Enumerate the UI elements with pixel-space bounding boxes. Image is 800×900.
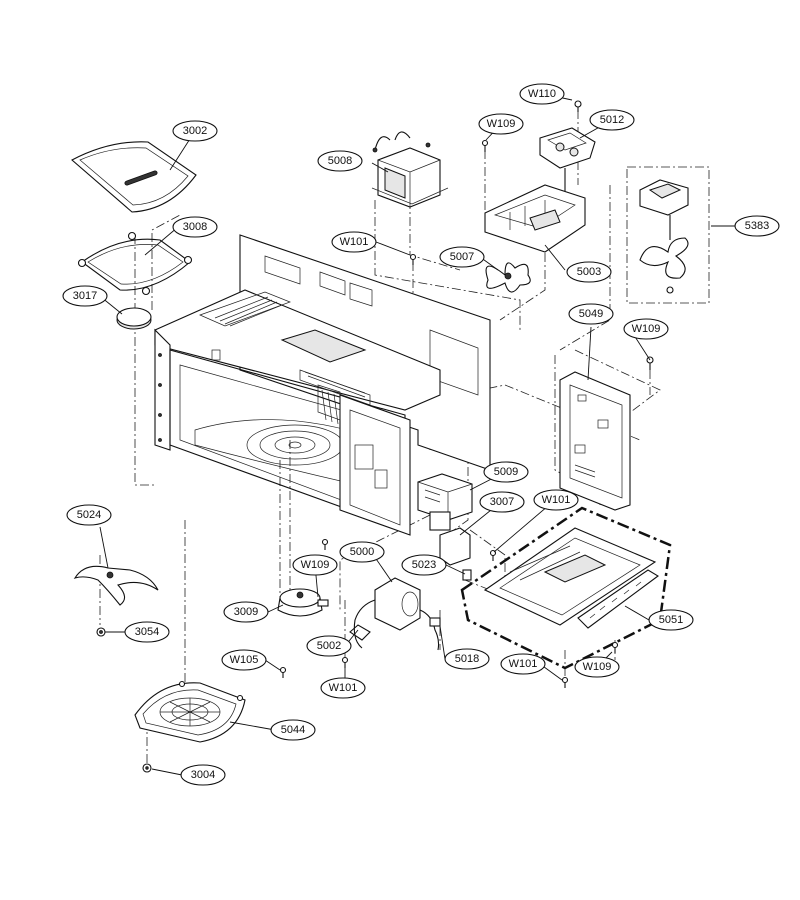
callout-5012: 5012 [589, 109, 635, 131]
callout-5383: 5383 [734, 215, 780, 237]
fan-blade-5007 [485, 262, 531, 293]
bushing-3054 [96, 627, 106, 637]
callout-label: 3017 [73, 290, 97, 302]
callout-5024: 5024 [66, 504, 112, 526]
callout-3008: 3008 [172, 216, 218, 238]
callout-label: 5012 [600, 114, 624, 126]
screw-w101-bottom [561, 676, 569, 688]
screw-w101-lower [341, 656, 349, 668]
callout-w101-lower: W101 [320, 677, 366, 699]
callout-5044: 5044 [270, 719, 316, 741]
grease-filter-5051 [460, 506, 672, 670]
screw-3004 [142, 763, 152, 773]
callout-label: W109 [301, 559, 330, 571]
screw-w109-right [646, 356, 654, 370]
stirrer-cover-5044 [134, 680, 246, 743]
callout-5003: 5003 [566, 261, 612, 283]
callout-label: 5024 [77, 509, 101, 521]
vent-grille-top [214, 296, 283, 327]
screw-w109-top [481, 139, 489, 152]
callout-5023: 5023 [401, 554, 447, 576]
diode-5002 [349, 624, 371, 641]
callout-label: 5000 [350, 546, 374, 558]
callout-label: W105 [230, 654, 259, 666]
callout-label: 5008 [328, 155, 352, 167]
callout-label: 5003 [577, 266, 601, 278]
callout-label: 5049 [579, 308, 603, 320]
callout-3017: 3017 [62, 285, 108, 307]
callout-label: 5009 [494, 466, 518, 478]
callout-3054: 3054 [124, 621, 170, 643]
callout-w101-bottom: W101 [500, 653, 546, 675]
callout-3002: 3002 [172, 120, 218, 142]
switch-5023 [462, 569, 472, 581]
callout-label: W101 [329, 682, 358, 694]
turntable-motor-3009 [277, 588, 329, 617]
callout-label: 3002 [183, 125, 207, 137]
transformer-5008 [371, 131, 449, 208]
screw-w110 [574, 100, 582, 112]
callout-w109-bottom: W109 [574, 656, 620, 678]
callout-label: 5044 [281, 724, 305, 736]
callout-label: W110 [528, 88, 556, 100]
callout-label: W109 [632, 323, 661, 335]
callout-5018: 5018 [444, 648, 490, 670]
capacitor-5000 [353, 577, 441, 651]
callout-w109-top: W109 [478, 113, 524, 135]
screw-w105 [279, 666, 287, 678]
callout-label: 5383 [745, 220, 769, 232]
callout-label: 5018 [455, 653, 479, 665]
callout-label: W101 [542, 494, 571, 506]
callout-label: W101 [340, 236, 369, 248]
fan-motor-5012 [539, 127, 596, 192]
screw-w101-upper [409, 253, 417, 265]
callout-3007: 3007 [479, 491, 525, 513]
glass-tray-3002 [71, 141, 197, 213]
damper-assembly-5383 [626, 166, 710, 304]
callout-label: 5007 [450, 251, 474, 263]
stirrer-5024 [73, 565, 159, 606]
bracket-3007 [439, 527, 471, 566]
callout-5009: 5009 [483, 461, 529, 483]
side-panel-5049 [559, 371, 631, 511]
screw-w109-bottom [611, 641, 619, 653]
callout-5000: 5000 [339, 541, 385, 563]
callout-label: W101 [509, 658, 538, 670]
coupler-3017 [116, 307, 152, 330]
callout-w101-upper: W101 [331, 231, 377, 253]
callout-w101-mid: W101 [533, 489, 579, 511]
callout-5049: 5049 [568, 303, 614, 325]
callout-5051: 5051 [648, 609, 694, 631]
callout-label: 3007 [490, 496, 514, 508]
callout-w110: W110 [519, 83, 565, 105]
callout-3009: 3009 [223, 601, 269, 623]
screw-w109-mid [321, 538, 329, 550]
callout-w109-mid: W109 [292, 554, 338, 576]
oven-cavity-frame [154, 234, 491, 536]
roller-ring-3008 [77, 231, 193, 296]
callout-label: 3054 [135, 626, 159, 638]
callout-5002: 5002 [306, 635, 352, 657]
callout-label: 5002 [317, 640, 341, 652]
fan-bracket-5003 [484, 184, 586, 253]
callout-label: 3004 [191, 769, 215, 781]
callout-label: W109 [583, 661, 612, 673]
callout-w105: W105 [221, 649, 267, 671]
callout-label: 5023 [412, 559, 436, 571]
callout-label: W109 [487, 118, 516, 130]
screw-w101-mid [489, 549, 497, 561]
magnetron-5009 [417, 473, 473, 531]
callout-label: 3008 [183, 221, 207, 233]
callout-label: 3009 [234, 606, 258, 618]
callout-5008: 5008 [317, 150, 363, 172]
callout-5007: 5007 [439, 246, 485, 268]
callout-3004: 3004 [180, 764, 226, 786]
callout-label: 5051 [659, 614, 683, 626]
callout-w109-right: W109 [623, 318, 669, 340]
